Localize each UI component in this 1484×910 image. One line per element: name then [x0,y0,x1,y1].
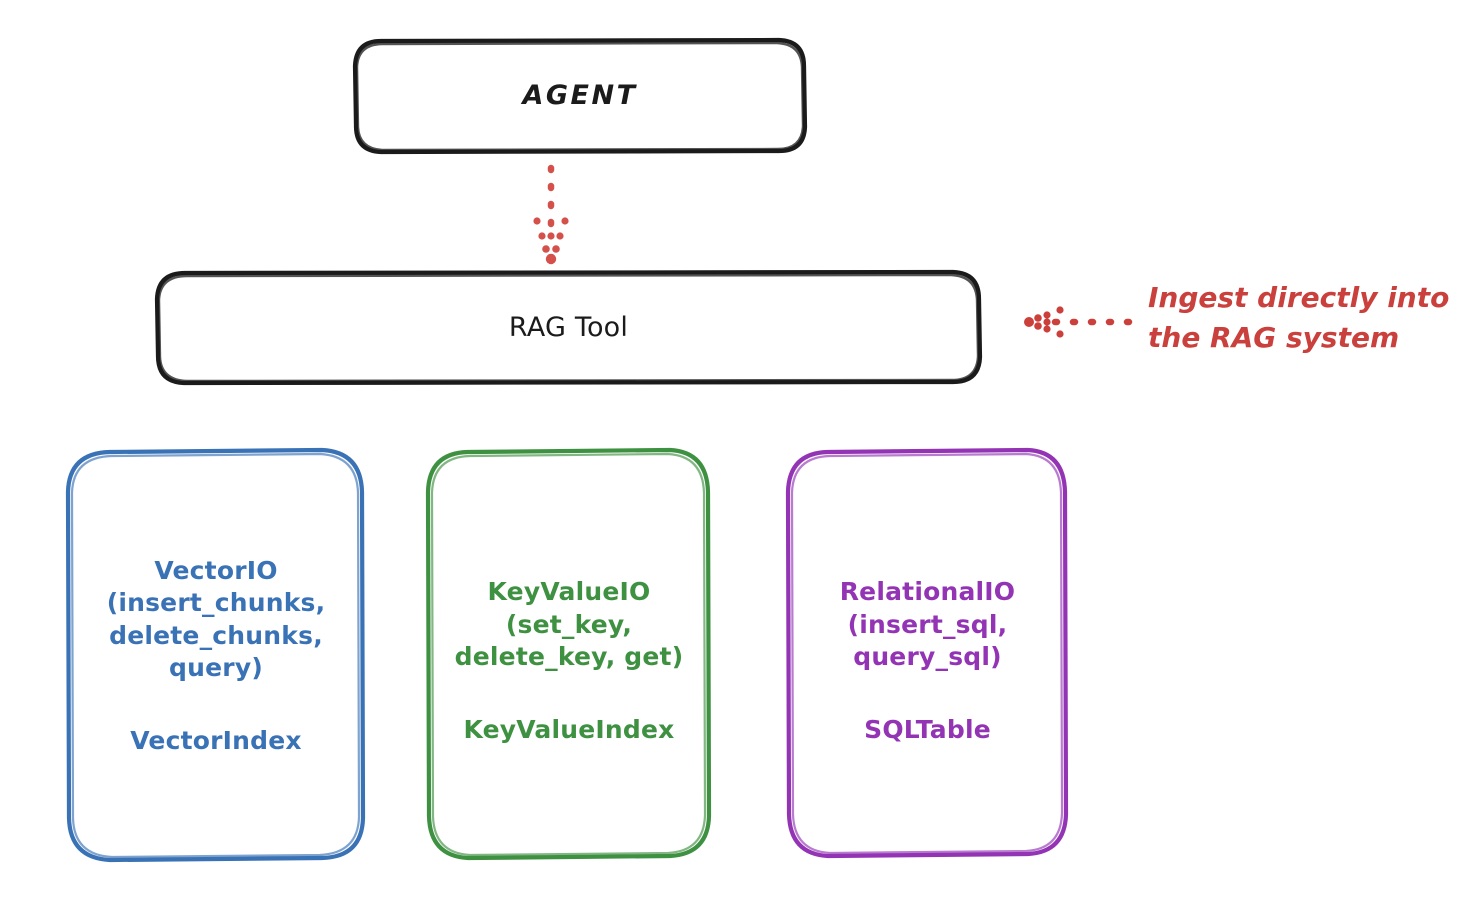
relational-io-interface-text: RelationalIO (insert_sql, query_sql) [839,577,1016,671]
key-value-io-index-text: KeyValueIndex [463,714,675,744]
key-value-io-interface-text: KeyValueIO (set_key, delete_key, get) [454,577,684,671]
agent-to-rag-tool-connector [533,164,569,265]
relational-io-index-text: SQLTable [864,714,991,744]
agent-label: AGENT [522,80,638,112]
vector-io-index-text: VectorIndex [130,725,302,755]
ingest-annotation-text: Ingest directly into the RAG system [1148,281,1450,354]
key-value-io-label: KeyValueIO (set_key, delete_key, get) Ke… [430,462,708,860]
relational-io-label: RelationalIO (insert_sql, query_sql) SQL… [790,462,1065,860]
rag-tool-label: RAG Tool [508,311,629,343]
vector-io-interface-text: VectorIO (insert_chunks, delete_chunks, … [106,555,326,683]
note-to-rag-tool-connector [1024,306,1144,338]
vector-io-label: VectorIO (insert_chunks, delete_chunks, … [70,452,362,860]
